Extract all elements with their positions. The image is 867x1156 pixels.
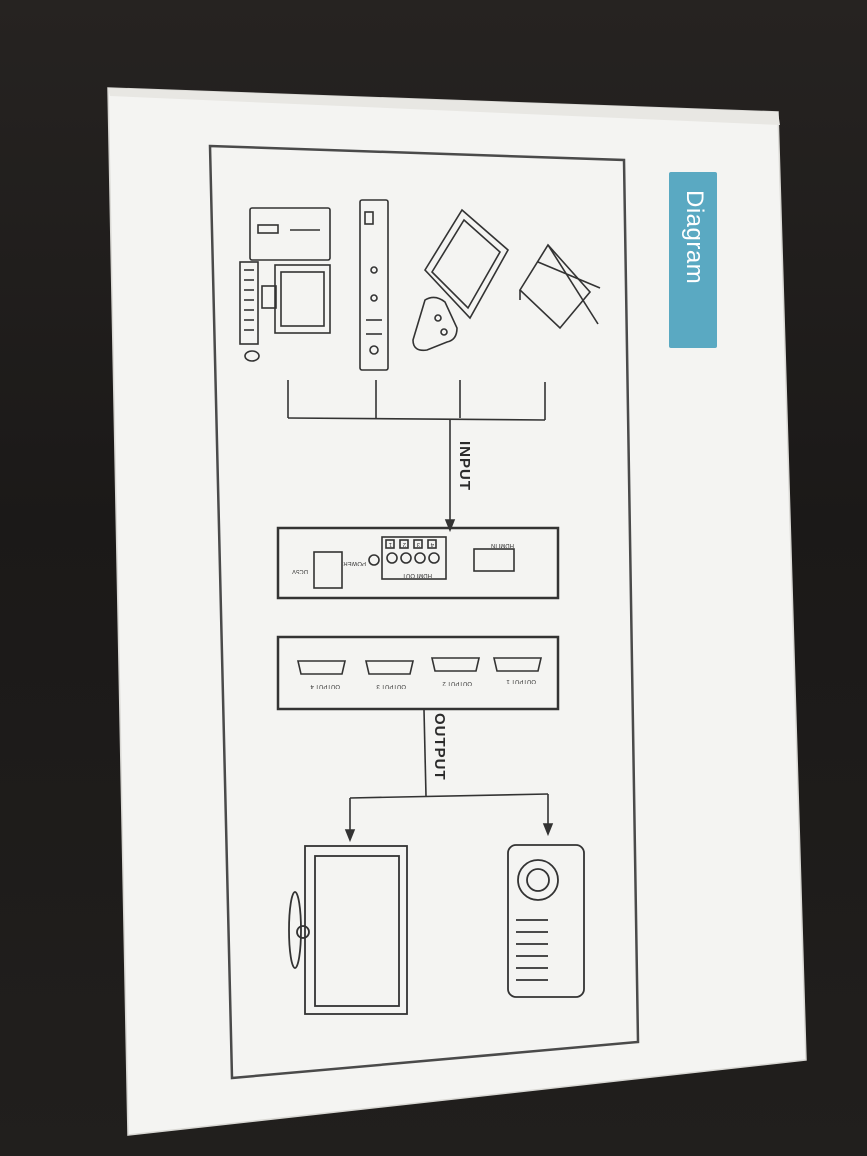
output-port-label: OUTPUT 4 (310, 683, 340, 689)
hdmi-out-label: HDMI OUT (402, 572, 432, 578)
output-label: OUTPUT (431, 713, 448, 781)
power-label: POWER (343, 560, 366, 566)
diagram-badge-text: Diagram (681, 190, 708, 285)
input-label: INPUT (456, 441, 473, 491)
output-port-label: OUTPUT 2 (442, 680, 472, 686)
led-number: 3 (416, 541, 420, 547)
led-number: 1 (388, 541, 392, 547)
tv-box-icon (518, 243, 601, 330)
diagram-badge: Diagram (669, 172, 717, 348)
splitter-input-panel (276, 526, 560, 600)
output-connector-lines (344, 709, 554, 843)
projector-icon (507, 844, 585, 998)
dvd-player-icon (359, 199, 389, 371)
led-number: 2 (402, 541, 406, 547)
output-port-label: OUTPUT 1 (506, 678, 536, 684)
output-port-label: OUTPUT 3 (376, 683, 406, 689)
tv-monitor-icon (288, 845, 408, 1015)
game-console-icon (412, 208, 510, 352)
dc-label: DC5V (291, 568, 308, 574)
desktop-computer-icon (239, 207, 331, 362)
led-number: 4 (430, 541, 434, 547)
hdmi-in-label: HDMI IN (491, 542, 514, 548)
splitter-output-panel (276, 635, 560, 711)
input-connector-lines (287, 380, 546, 533)
